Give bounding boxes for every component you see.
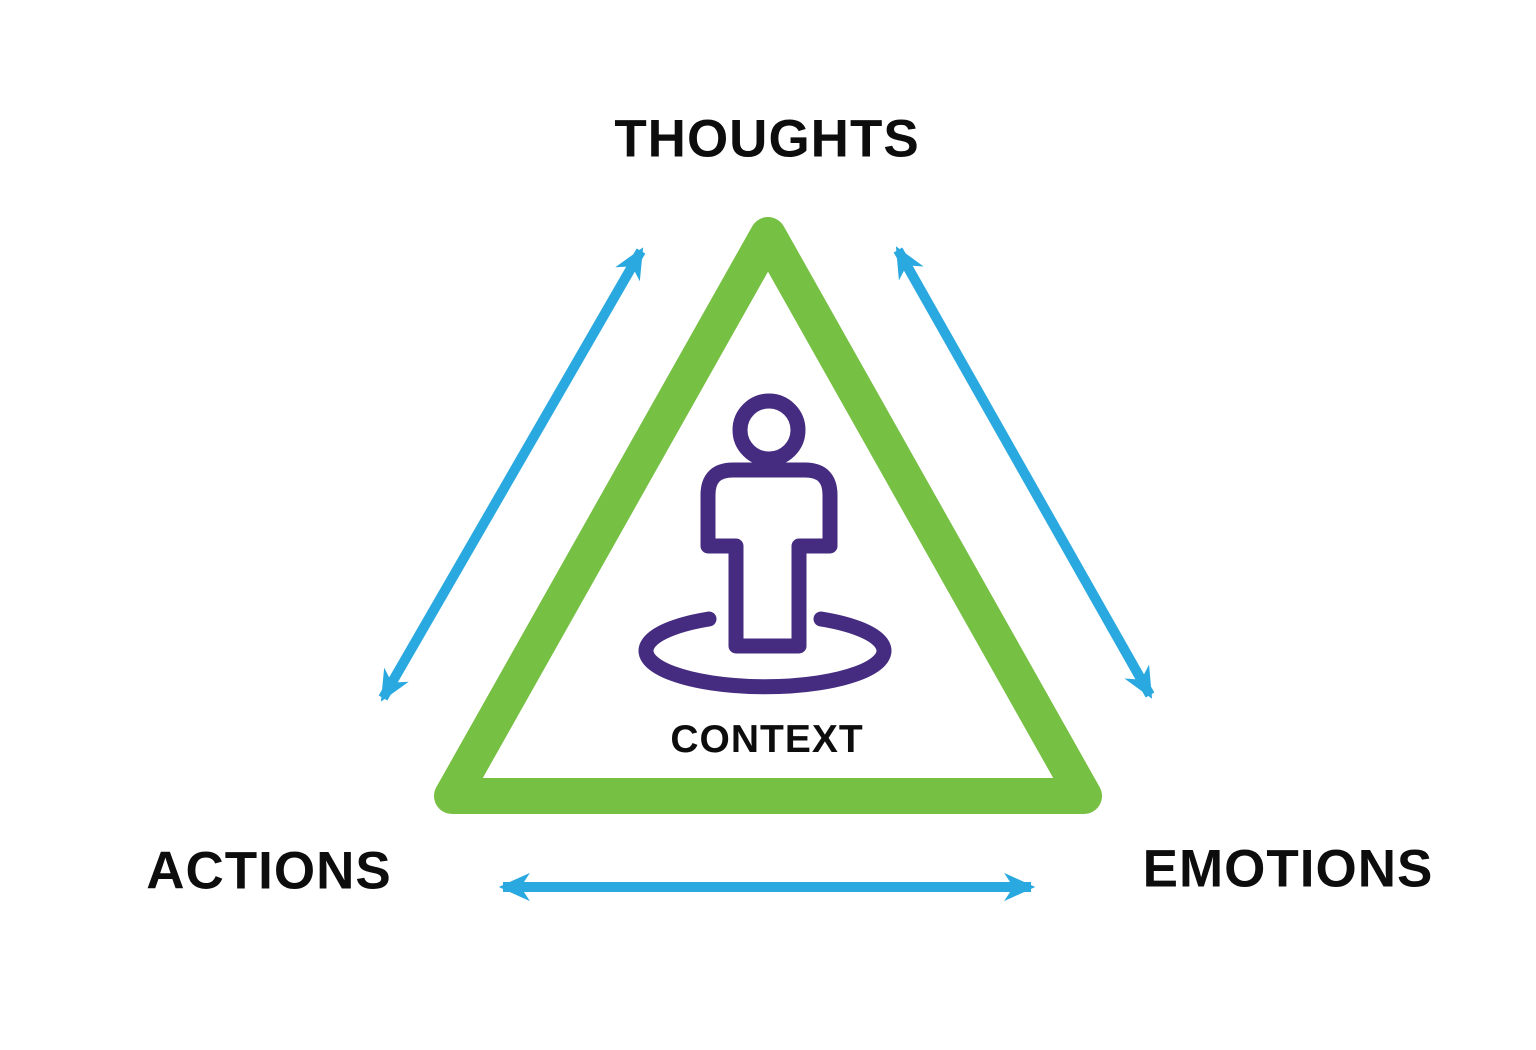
location-ring-icon	[638, 611, 892, 695]
arrow-thoughts-actions	[378, 247, 646, 702]
arrow-thoughts-emotions	[893, 246, 1155, 699]
person-head-icon	[732, 393, 806, 467]
person-body-icon	[700, 462, 838, 654]
actions-label: ACTIONS	[146, 841, 392, 901]
context-label: CONTEXT	[670, 718, 864, 761]
emotions-label: EMOTIONS	[1142, 839, 1434, 899]
person-on-location-ring-icon	[638, 393, 892, 695]
thoughts-label: THOUGHTS	[614, 109, 920, 169]
